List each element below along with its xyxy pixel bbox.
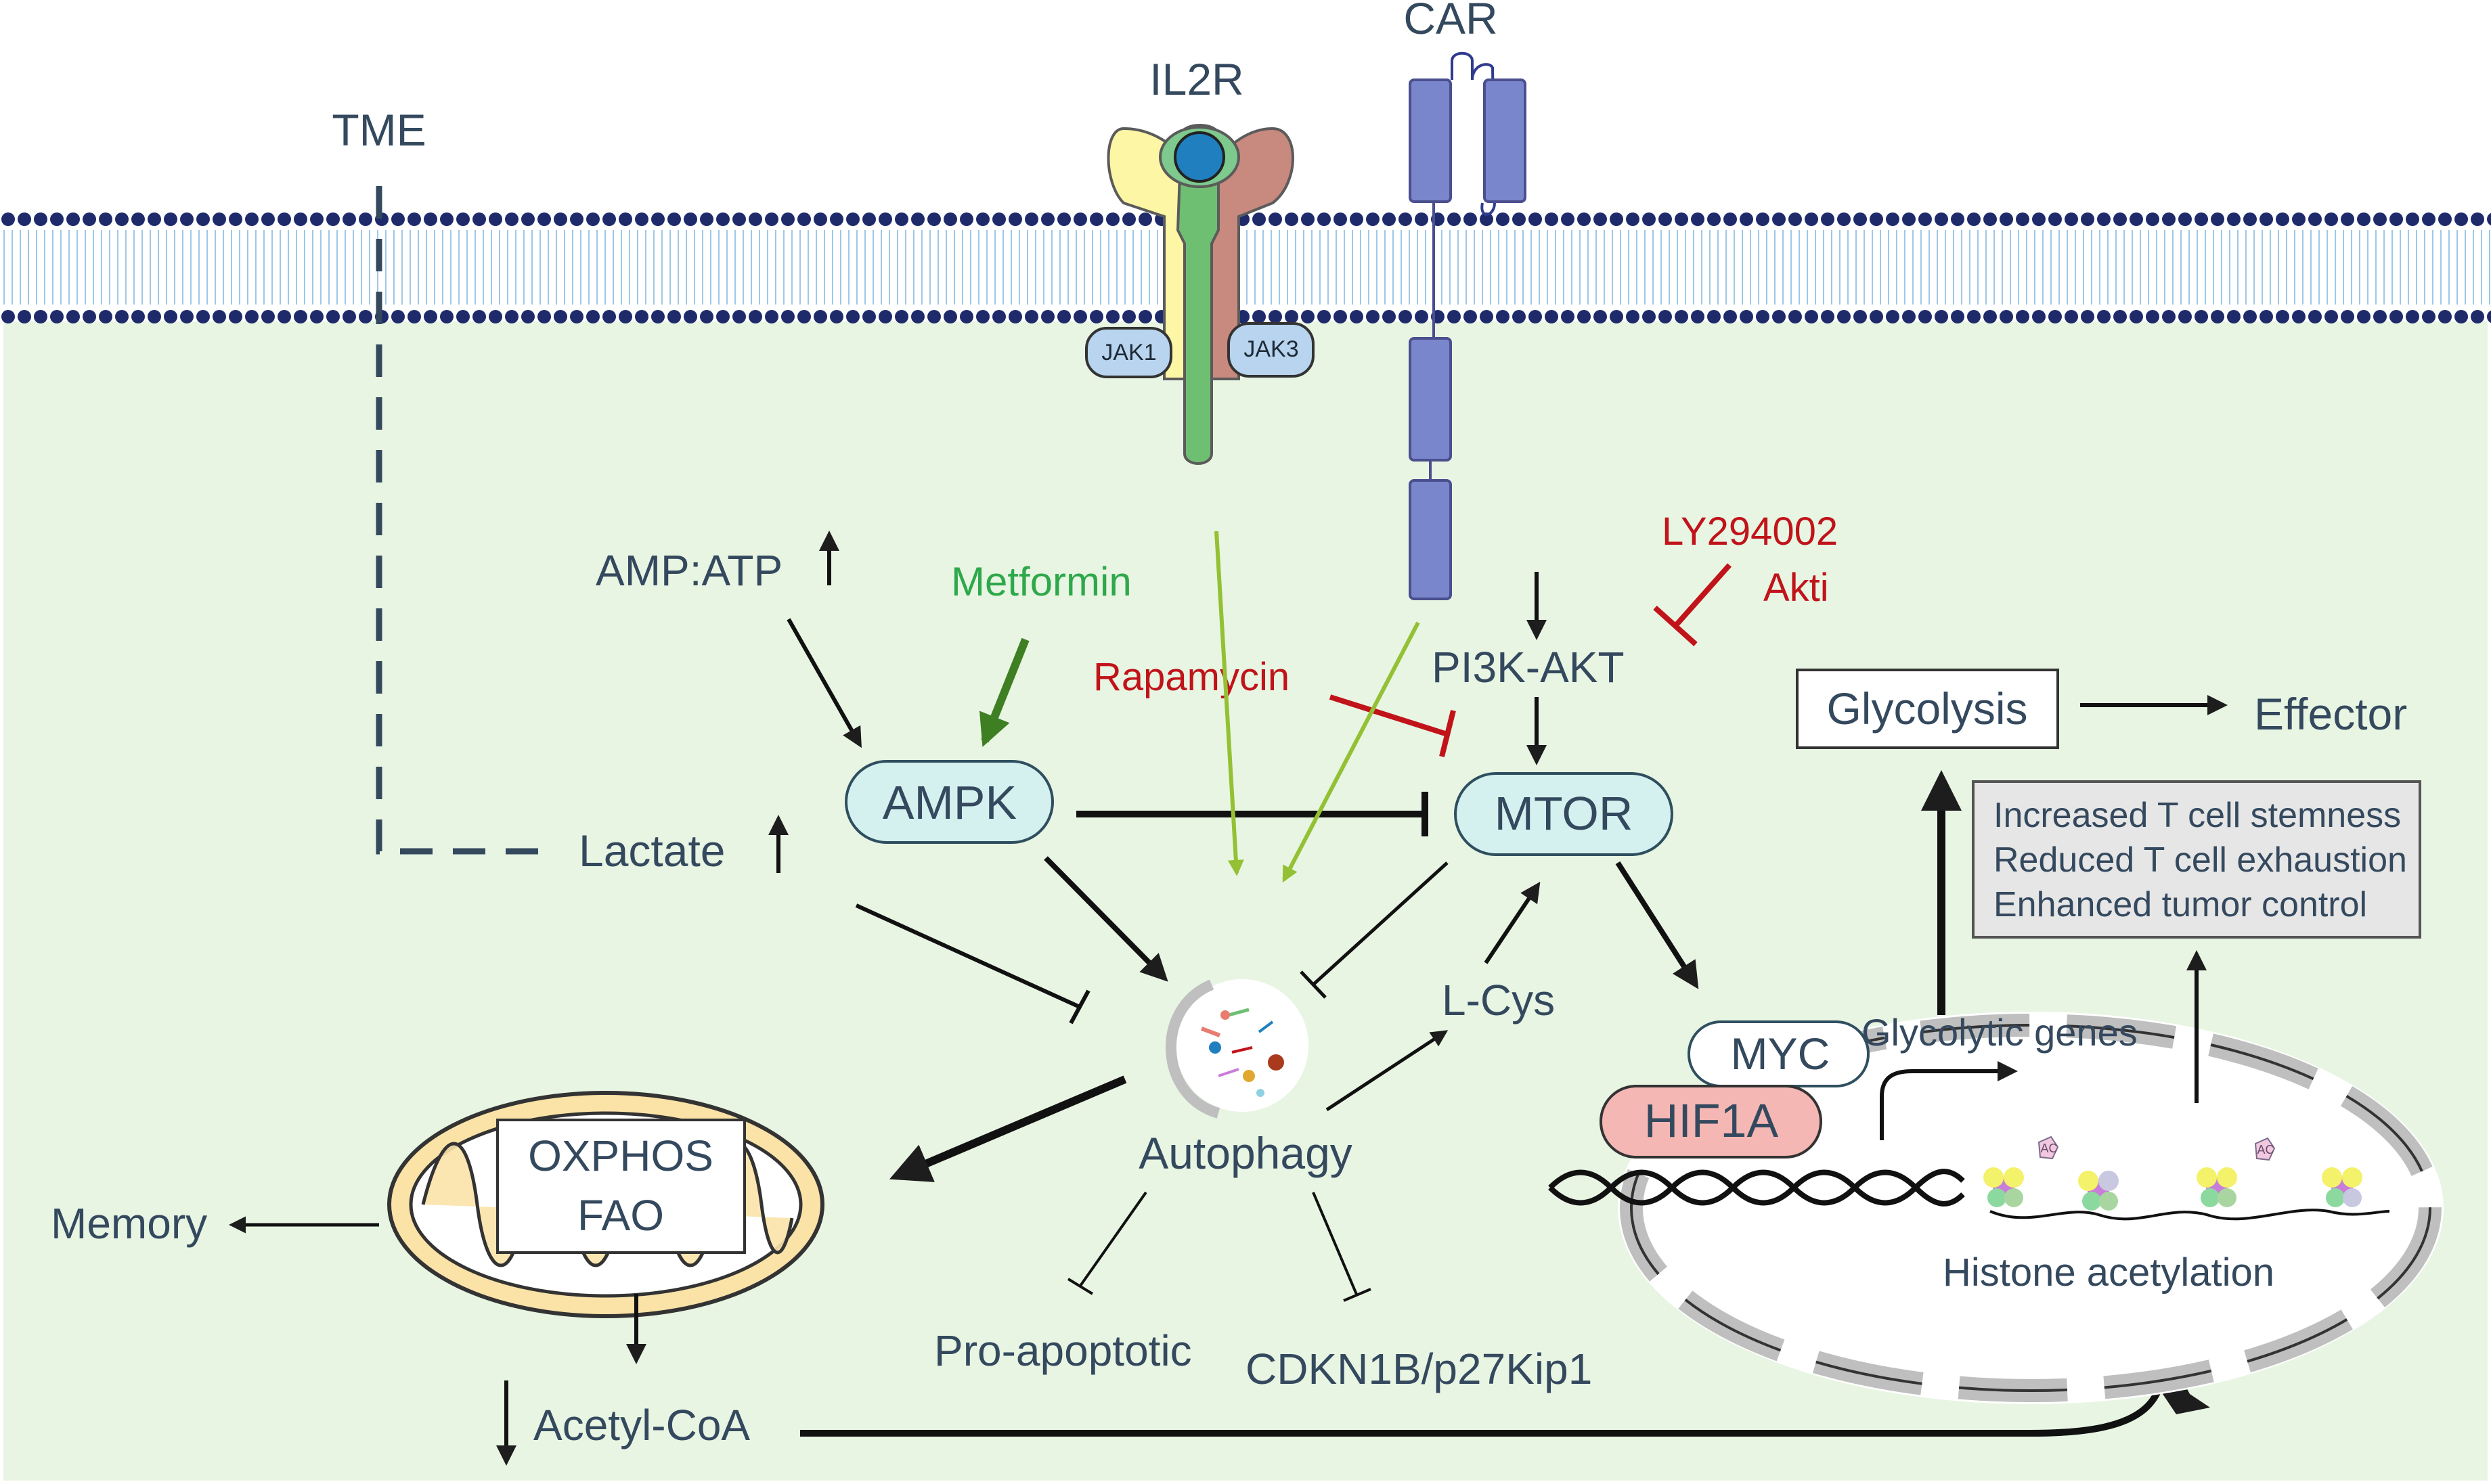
myc-node: MYC	[1688, 1020, 1870, 1087]
ly294002-label: LY294002	[1662, 510, 1838, 554]
jak3-box: JAK3	[1227, 322, 1315, 378]
nucleosome	[2322, 1167, 2362, 1207]
acetyl-mark-icon: AC	[2254, 1137, 2276, 1161]
memory-label: Memory	[51, 1199, 207, 1248]
lactate-inhibits-autophagy	[855, 903, 1090, 1025]
ampk-inhibits-mtor	[1076, 792, 1428, 836]
rapamycin-inhibits-mtor	[1329, 694, 1456, 757]
amp-atp-to-ampk-arrow	[787, 618, 862, 748]
acetyl-mark-icon: AC	[2037, 1136, 2059, 1160]
lcys-label: L-Cys	[1442, 976, 1555, 1025]
glycolysis-box: Glycolysis	[1796, 669, 2059, 749]
acetyl-mark-label: AC	[2040, 1142, 2057, 1155]
nucleosome	[2078, 1171, 2119, 1211]
il2-ligand-icon	[1174, 131, 1225, 183]
outcome-item: Enhanced tumor control	[1993, 885, 2367, 924]
autophagy-to-lcys-arrow	[1325, 1030, 1449, 1112]
nucleosome-group: AC AC	[1983, 1136, 2390, 1221]
oxphos-fao-box: OXPHOS FAO	[496, 1119, 746, 1254]
lcys-to-mtor-arrow	[1484, 882, 1541, 964]
ampk-to-autophagy-arrow	[1044, 856, 1168, 982]
mtor-label: MTOR	[1495, 787, 1633, 840]
dna-helix-icon	[1548, 1169, 1965, 1207]
tme-dashed-path	[376, 186, 542, 855]
cdkn1b-label: CDKN1B/p27Kip1	[1246, 1345, 1592, 1393]
rapamycin-label: Rapamycin	[1093, 655, 1289, 699]
effector-label: Effector	[2254, 689, 2407, 739]
il2r-label: IL2R	[1149, 54, 1243, 104]
autophagosome-icon	[1166, 979, 1308, 1119]
hif1a-label: HIF1A	[1644, 1094, 1779, 1147]
glycolytic-genes-label: Glycolytic genes	[1861, 1011, 2138, 1054]
akti-label: Akti	[1763, 566, 1829, 610]
metformin-label: Metformin	[951, 559, 1132, 604]
outcome-item: Reduced T cell exhaustion	[1993, 840, 2407, 880]
mtor-node: MTOR	[1454, 772, 1673, 856]
jak3-label: JAK3	[1243, 336, 1298, 362]
outcome-item: Increased T cell stemness	[1993, 796, 2401, 835]
nucleus	[1618, 1012, 2444, 1404]
il2r-receptor	[1107, 124, 1294, 465]
il2r-to-autophagy-arrow	[1214, 531, 1244, 876]
transcription-arrow	[1880, 1061, 2018, 1140]
fao-label: FAO	[577, 1191, 664, 1240]
hif1a-node: HIF1A	[1600, 1085, 1822, 1159]
histone-acetylation-label: Histone acetylation	[1943, 1251, 2274, 1295]
oxphos-label: OXPHOS	[528, 1131, 713, 1180]
nucleosome	[2197, 1167, 2237, 1207]
autophagy-label: Autophagy	[1139, 1128, 1352, 1178]
mtor-to-nucleus-arrow	[1615, 861, 1699, 989]
car-to-autophagy-arrow	[1282, 621, 1420, 883]
acetyl-mark-label: AC	[2257, 1143, 2274, 1156]
jak1-label: JAK1	[1101, 340, 1156, 365]
tme-label: TME	[332, 105, 426, 155]
autophagy-inhibits-cdkn1b	[1312, 1192, 1371, 1302]
outcomes-box: Increased T cell stemness Reduced T cell…	[1972, 780, 2421, 939]
glycolysis-label: Glycolysis	[1826, 683, 2027, 734]
acetyl-coa-label: Acetyl-CoA	[533, 1401, 750, 1449]
mtor-inhibits-autophagy	[1300, 861, 1449, 999]
car-receptor	[1409, 51, 1526, 600]
pi3k-akt-label: PI3K-AKT	[1432, 643, 1625, 692]
autophagy-to-mitochondria-arrow	[889, 1075, 1127, 1182]
autophagy-inhibits-pro-apoptotic	[1067, 1191, 1147, 1295]
lactate-label: Lactate	[579, 826, 726, 876]
ampk-node: AMPK	[845, 760, 1054, 844]
myc-label: MYC	[1731, 1029, 1830, 1079]
car-label: CAR	[1403, 0, 1497, 43]
jak1-box: JAK1	[1085, 327, 1172, 378]
ly294002-inhibits-pi3k	[1653, 563, 1732, 646]
metformin-to-ampk-arrow	[979, 637, 1030, 747]
amp-atp-label: AMP:ATP	[596, 546, 782, 595]
pro-apoptotic-label: Pro-apoptotic	[934, 1326, 1192, 1375]
nucleosome	[1983, 1167, 2024, 1207]
ampk-label: AMPK	[883, 776, 1017, 829]
